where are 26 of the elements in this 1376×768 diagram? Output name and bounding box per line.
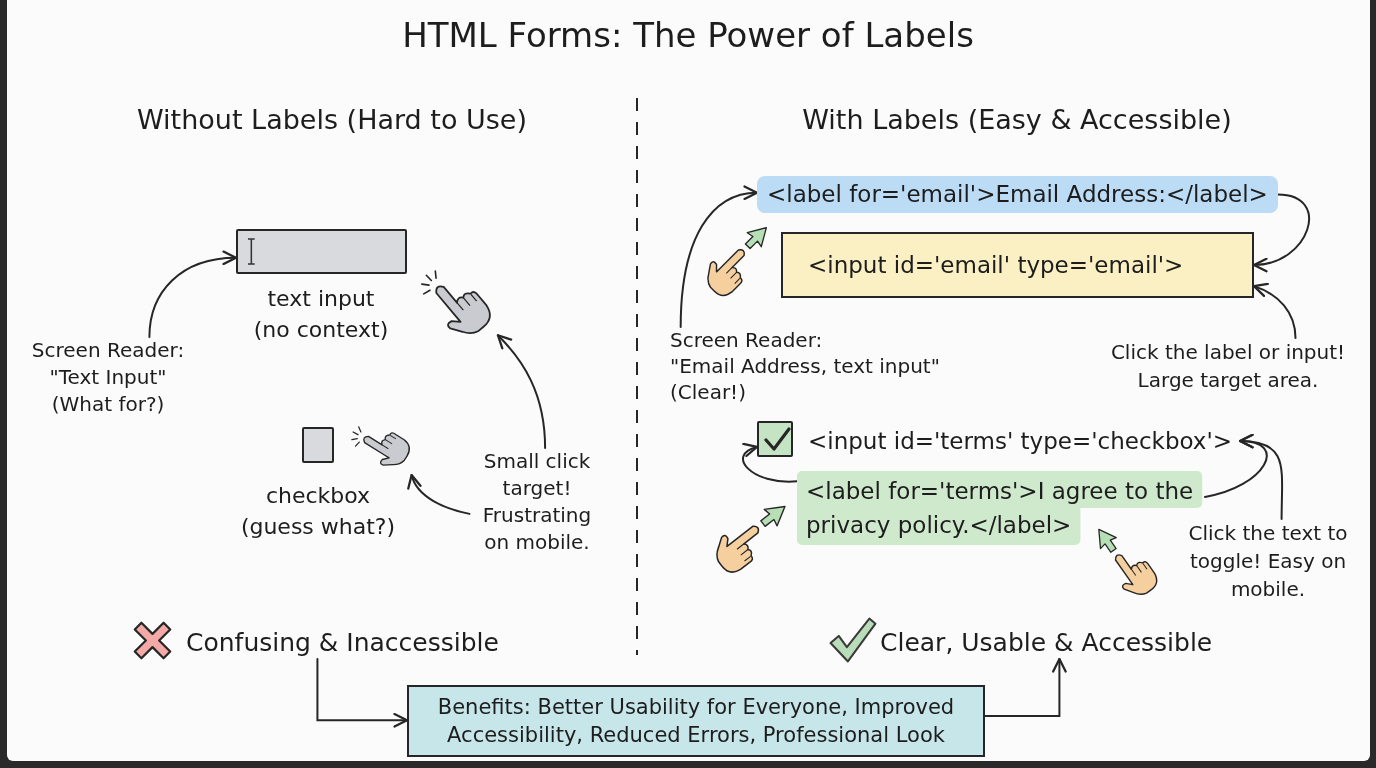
annotation-text: Small click target! Frustrating on mobile. — [469, 448, 605, 556]
text-input-field — [236, 229, 407, 274]
curved-arrow — [408, 473, 471, 515]
elbow-arrow — [984, 657, 1067, 717]
summary-text: Confusing & Inaccessible — [186, 627, 499, 659]
checkbox — [757, 421, 793, 457]
code-text: <input id='terms' type='checkbox'> — [808, 425, 1241, 457]
checkbox — [302, 427, 334, 463]
benefits-panel: Benefits: Better Usability for Everyone, Improved Accessibility, Reduced Errors, Professional Look — [407, 685, 985, 757]
curved-arrow — [1238, 434, 1284, 520]
curved-arrow — [742, 444, 798, 483]
annotation-text: Click the label or input! Large target area. — [1103, 338, 1353, 394]
caption-text: text input (no context) — [252, 285, 390, 344]
diagram-title: HTML Forms: The Power of Labels — [402, 15, 974, 55]
curved-arrow — [148, 251, 238, 338]
section-heading: With Labels (Easy & Accessible) — [802, 103, 1232, 137]
annotation-text: Screen Reader: "Email Address, text input" (Clear!) — [670, 327, 975, 405]
caption-text: checkbox (guess what?) — [239, 482, 397, 541]
curved-arrow — [679, 186, 759, 328]
elbow-arrow — [316, 658, 409, 728]
input-code-block: <input id='email' type='email'> — [781, 232, 1254, 298]
curved-arrow — [496, 334, 547, 449]
annotation-text: Screen Reader: "Text Input" (What for?) — [18, 337, 198, 418]
summary-text: Clear, Usable & Accessible — [880, 627, 1213, 659]
label-code-block: <label for='email'>Email Address:</label> — [757, 176, 1278, 213]
section-heading: Without Labels (Hard to Use) — [137, 103, 527, 137]
